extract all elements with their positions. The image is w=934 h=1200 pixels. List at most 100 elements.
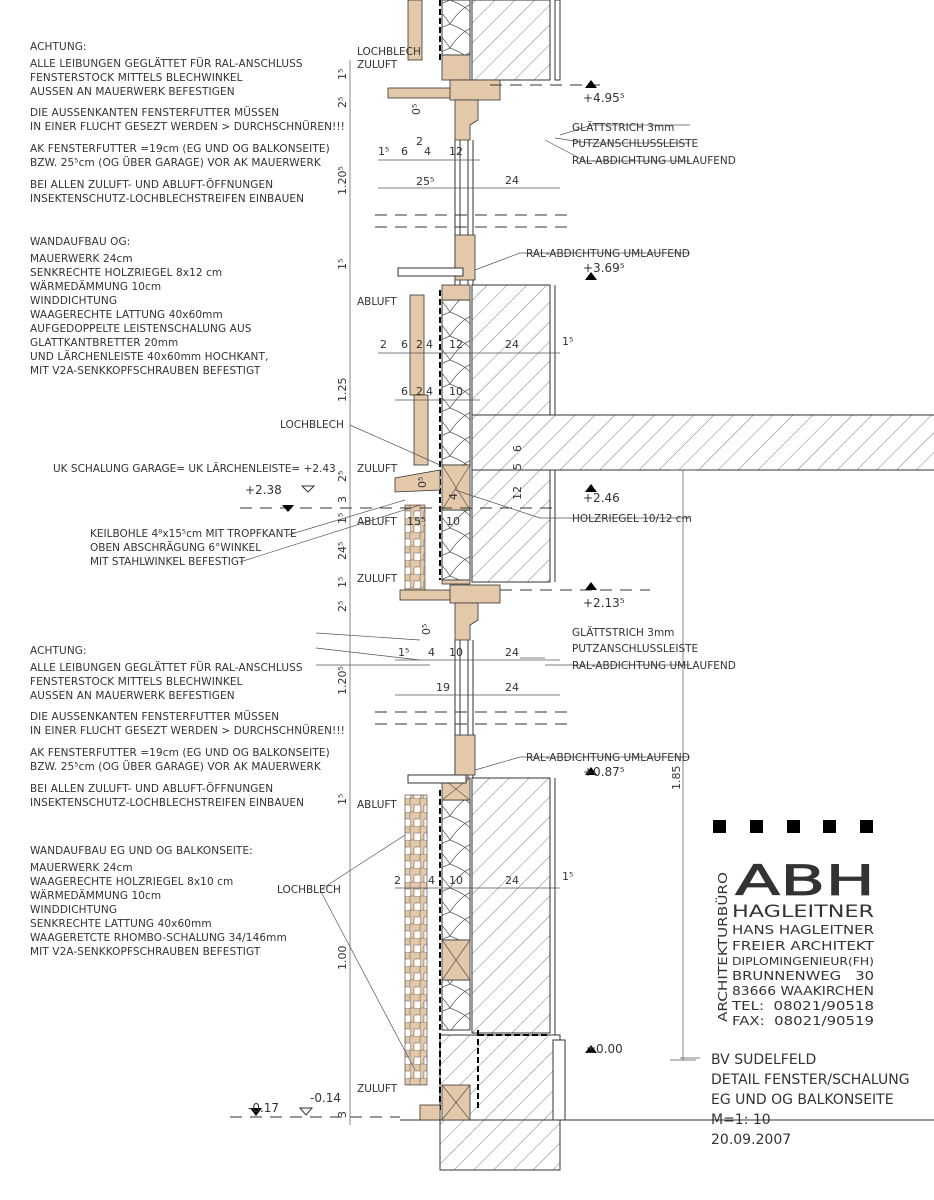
logo-abh: ABH [735, 856, 875, 905]
label-putzanschluss: PUTZANSCHLUSSLEISTE [572, 138, 698, 150]
facade-cladding [404, 0, 429, 1086]
dimension: 1⁵ [562, 870, 573, 883]
note-line: GLATTKANTBRETTER 20mm [30, 337, 178, 349]
label-abluft: ABLUFT [357, 799, 397, 811]
dimension: 0⁵ [416, 477, 429, 488]
note-line: SENKRECHTE LATTUNG 40x60mm [30, 918, 212, 930]
dimension: 24 [505, 338, 519, 351]
dimension: 19 [436, 681, 450, 694]
dimension: 1.25 [336, 378, 349, 403]
label-zuluft: ZULUFT [357, 463, 398, 475]
note-line: AK FENSTERFUTTER =19cm (EG UND OG BALKON… [30, 747, 330, 759]
note-line: BEI ALLEN ZULUFT- UND ABLUFT-ÖFFNUNGEN [30, 178, 273, 191]
label-lochblech: LOCHBLECH [277, 884, 341, 896]
dimension: 1⁵ [336, 513, 349, 524]
dimension: 12 [449, 145, 463, 158]
dimension: 0⁵ [410, 104, 423, 115]
dimension: 4 [428, 874, 435, 887]
window-upper [387, 79, 501, 285]
note-line: FENSTERSTOCK MITTELS BLECHWINKEL [30, 676, 243, 688]
notes-wall-og: WANDAUFBAU OG: MAUERWERK 24cm SENKRECHTE… [30, 236, 268, 377]
logo-square [750, 820, 763, 833]
firm-line: 83666 WAAKIRCHEN [732, 984, 874, 998]
note-line: AUSSEN AN MAUERWERK BEFESTIGEN [30, 690, 235, 702]
dimension: 24 [505, 681, 519, 694]
note-line: WAAGERECHTE HOLZRIEGEL 8x10 cm [30, 876, 233, 888]
dimension: 1⁵ [336, 794, 349, 805]
level-markers [250, 80, 597, 1116]
note-line: MAUERWERK 24cm [30, 253, 133, 265]
dimension: 6 [401, 145, 408, 158]
dimension: 1⁵ [378, 145, 389, 158]
dimension: 12 [511, 486, 524, 500]
dimension: 4 [426, 338, 433, 351]
firm-line: TEL: 08021/90518 [731, 999, 874, 1013]
dimension: 24 [505, 874, 519, 887]
dimension: 0⁵ [420, 624, 433, 635]
note-line: UND LÄRCHENLEISTE 40x60mm HOCHKANT, [30, 350, 268, 363]
notes-wall-eg: WANDAUFBAU EG UND OG BALKONSEITE: MAUERW… [30, 845, 287, 958]
dimension: 24 [505, 646, 519, 659]
timber-studs [441, 54, 471, 1121]
logo-square [787, 820, 800, 833]
dimension: 1.20⁵ [336, 166, 349, 195]
dimension: 1.85 [670, 766, 683, 791]
label-glattstrich: GLÄTTSTRICH 3mm [572, 626, 674, 639]
label-zuluft: ZULUFT [357, 59, 398, 71]
keilbohle-sill [394, 469, 441, 493]
level-value: -0.17 [248, 1101, 279, 1115]
logo-vertical-text: ARCHITEKTURBÜRO [714, 872, 730, 1022]
note-line: BEI ALLEN ZULUFT- UND ABLUFT-ÖFFNUNGEN [30, 782, 273, 795]
label-ral: RAL-ABDICHTUNG UMLAUFEND [572, 155, 736, 167]
logo-square [713, 820, 726, 833]
dimension: 12 [449, 338, 463, 351]
dimension: 2⁵ [336, 471, 349, 482]
note-line: SENKRECHTE HOLZRIEGEL 8x12 cm [30, 267, 222, 279]
dimension: 2 [416, 338, 423, 351]
note-line: INSEKTENSCHUTZ-LOCHBLECHSTREIFEN EINBAUE… [30, 797, 304, 809]
level-value: +0.87⁵ [583, 765, 625, 779]
label-ral: RAL-ABDICHTUNG UMLAUFEND [526, 752, 690, 764]
notes-bottom: ACHTUNG: ALLE LEIBUNGEN GEGLÄTTET FÜR RA… [30, 645, 345, 809]
logo-square [823, 820, 836, 833]
leader-lines [239, 124, 690, 1071]
dimension: 2 [416, 385, 423, 398]
label-keilbohle: KEILBOHLE 4⁸x15⁵cm MIT TROPFKANTE [90, 528, 297, 540]
label-keilbohle: MIT STAHLWINKEL BEFESTIGT [90, 556, 246, 568]
dimension: 10 [446, 515, 460, 528]
dimension: 4 [424, 145, 431, 158]
note-heading: ACHTUNG: [30, 41, 87, 53]
level-values: +4.95⁵ +3.69⁵ +2.46 +2.38 +2.13⁵ +0.87⁵ … [245, 91, 625, 1115]
level-value: +4.95⁵ [583, 91, 625, 105]
logo-square [860, 820, 873, 833]
dimension: 10 [449, 385, 463, 398]
project-name: BV SUDELFELD [711, 1052, 816, 1068]
note-line: WAAGERETCTE RHOMBO-SCHALUNG 34/146mm [30, 932, 287, 944]
notes-top: ACHTUNG: ALLE LEIBUNGEN GEGLÄTTET FÜR RA… [30, 41, 345, 205]
note-line: MIT V2A-SENKKOPFSCHRAUBEN BEFESTIGT [30, 946, 261, 958]
dimension: 25⁵ [416, 175, 434, 188]
drawing-subtitle: EG UND OG BALKONSEITE [711, 1092, 894, 1108]
label-lochblech: LOCHBLECH [357, 46, 421, 58]
dimension: 2⁵ [336, 601, 349, 612]
label-zuluft: ZULUFT [357, 1083, 398, 1095]
dimension: 6 [401, 385, 408, 398]
level-value: -0.14 [310, 1091, 341, 1105]
dimension: 1⁵ [398, 646, 409, 659]
note-line: DIE AUSSENKANTEN FENSTERFUTTER MÜSSEN [30, 106, 279, 119]
label-putzanschluss: PUTZANSCHLUSSLEISTE [572, 643, 698, 655]
dimension: 4 [428, 646, 435, 659]
dimension: 1⁵ [336, 69, 349, 80]
label-glattstrich: GLÄTTSTRICH 3mm [572, 121, 674, 134]
note-line: WÄRMEDÄMMUNG 10cm [30, 889, 161, 902]
label-keilbohle: OBEN ABSCHRÄGUNG 6°WINKEL [90, 541, 261, 554]
dimension: 4 [447, 493, 460, 500]
dimension: 10 [449, 646, 463, 659]
window-lower [399, 584, 501, 784]
note-line: MIT V2A-SENKKOPFSCHRAUBEN BEFESTIGT [30, 365, 261, 377]
note-line: AK FENSTERFUTTER =19cm (EG UND OG BALKON… [30, 143, 330, 155]
dimension: 2 [394, 874, 401, 887]
dimension: 5 [511, 463, 524, 470]
firm-line: HANS HAGLEITNER [732, 923, 874, 937]
level-value: ±0.00 [586, 1042, 623, 1056]
